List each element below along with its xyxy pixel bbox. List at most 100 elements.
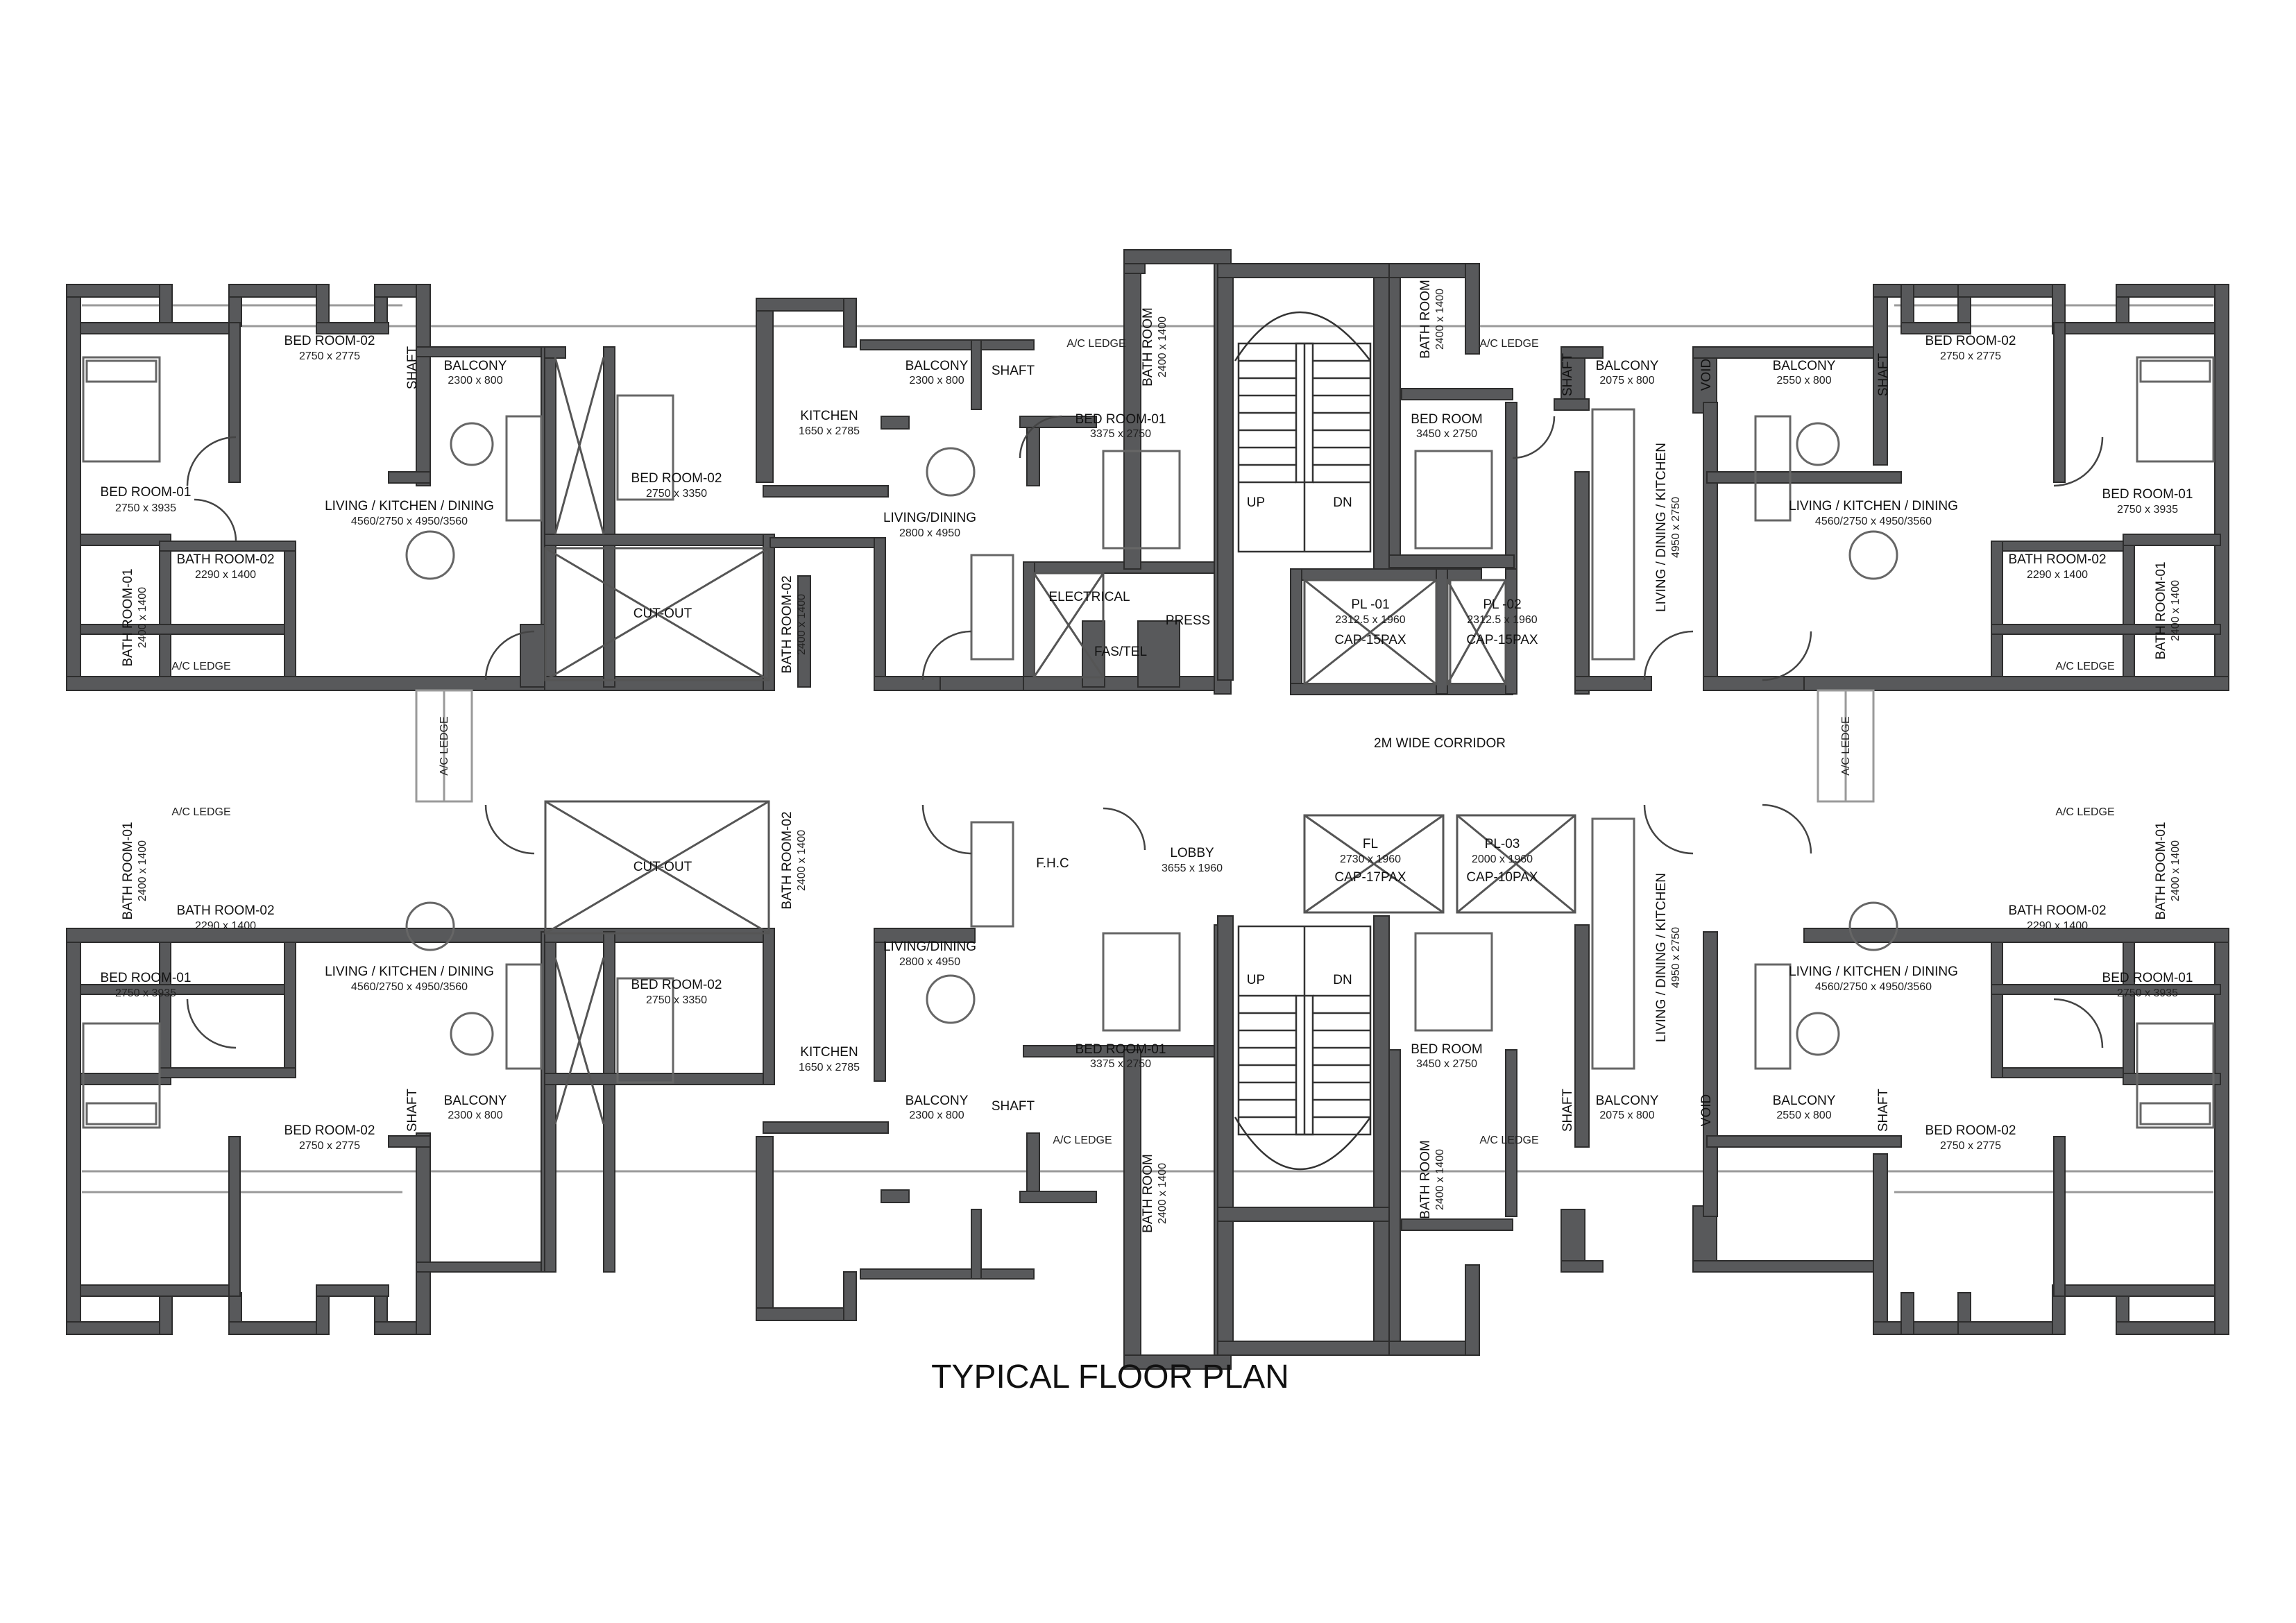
furniture	[82, 356, 2215, 1129]
s3-acledge-label: A/C LEDGE	[1479, 1135, 1538, 1146]
s3-living-label: LIVING / DINING / KITCHEN	[1654, 873, 1669, 1042]
se-bath01-label: BATH ROOM-01	[2154, 822, 2168, 919]
pl02-label: PL -02	[1483, 597, 1521, 612]
pl03-dim: 2000 x 1960	[1472, 853, 1533, 865]
ne-acledge-label: A/C LEDGE	[2055, 661, 2114, 672]
se-living-dim: 4560/2750 x 4950/3560	[1815, 981, 1932, 993]
fl-cap: CAP-17PAX	[1334, 870, 1406, 885]
sw-living-dim: 4560/2750 x 4950/3560	[351, 981, 468, 993]
nw-balcony-dim: 2300 x 800	[448, 375, 502, 386]
ne-bed02-label: BED ROOM-02	[1925, 334, 2016, 348]
pl03-label: PL-03	[1485, 837, 1520, 851]
stair-south	[1217, 915, 1390, 1222]
fhc-label: F.H.C	[1036, 856, 1069, 871]
pl01-label: PL -01	[1351, 597, 1389, 612]
se-living-label: LIVING / KITCHEN / DINING	[1789, 965, 1958, 979]
n2-acledge-label: A/C LEDGE	[1066, 338, 1125, 350]
sw-bed01-dim: 2750 x 3935	[115, 987, 176, 999]
sw-bed02-label: BED ROOM-02	[284, 1123, 375, 1138]
n3-living-dim: 4950 x 2750	[1670, 497, 1682, 558]
s2-shaft-label: SHAFT	[992, 1099, 1035, 1114]
n2-balcony-dim: 2300 x 800	[909, 375, 964, 386]
n2-bed01-dim: 3375 x 2750	[1090, 428, 1151, 440]
s3-living-dim: 4950 x 2750	[1670, 927, 1682, 988]
pl01-cap: CAP-15PAX	[1334, 633, 1406, 647]
plan-title: TYPICAL FLOOR PLAN	[931, 1359, 1289, 1395]
s-stair-dn-label: DN	[1333, 973, 1352, 987]
n3-shaft-label: SHAFT	[1561, 352, 1575, 396]
se-bath02-dim: 2290 x 1400	[2027, 920, 2088, 932]
s2-balcony-dim: 2300 x 800	[909, 1110, 964, 1121]
sw-living-label: LIVING / KITCHEN / DINING	[325, 965, 494, 979]
ne-bath01-dim: 2400 x 1400	[2170, 580, 2182, 641]
e-acledge-label: A/C LEDGE	[1840, 716, 1852, 775]
s2-kitchen-dim: 1650 x 2785	[799, 1062, 860, 1073]
se-balcony-dim: 2550 x 800	[1776, 1110, 1831, 1121]
se-balcony-label: BALCONY	[1773, 1094, 1836, 1108]
n3-bath-label: BATH ROOM	[1418, 280, 1433, 359]
electrical-label: ELECTRICAL	[1048, 590, 1130, 604]
s2-bath-dim: 2400 x 1400	[1157, 1163, 1168, 1224]
fastel-label: FAS/TEL	[1094, 645, 1147, 659]
sw-acledge-label: A/C LEDGE	[171, 806, 230, 818]
ne-balcony-dim: 2550 x 800	[1776, 375, 1831, 386]
nw-bath01-label: BATH ROOM-01	[121, 568, 135, 666]
stair-north	[1234, 311, 1372, 553]
nw-bed02-dim: 2750 x 2775	[299, 350, 360, 362]
n2-kitchen-dim: 1650 x 2785	[799, 425, 860, 437]
stair-up-label: UP	[1247, 495, 1265, 510]
s3-bed-label: BED ROOM	[1411, 1042, 1482, 1057]
nw-acledge-label: A/C LEDGE	[171, 661, 230, 672]
n2-cutout-label: CUT-OUT	[633, 606, 692, 621]
s3-balcony-label: BALCONY	[1596, 1094, 1659, 1108]
s2-bed01-label: BED ROOM-01	[1075, 1042, 1166, 1057]
sw-bath02-dim: 2290 x 1400	[195, 920, 256, 932]
n2-bed02-label: BED ROOM-02	[631, 471, 722, 486]
n3-balcony-dim: 2075 x 800	[1599, 375, 1654, 386]
n2-bath02-dim: 2400 x 1400	[796, 594, 808, 655]
nw-shaft-label: SHAFT	[405, 346, 420, 389]
n2-balcony-label: BALCONY	[905, 359, 969, 373]
sw-balcony-dim: 2300 x 800	[448, 1110, 502, 1121]
s3-shaft-label: SHAFT	[1561, 1088, 1575, 1132]
nw-bath02-label: BATH ROOM-02	[176, 552, 274, 567]
s2-bath02-dim: 2400 x 1400	[796, 830, 808, 891]
n3-bed-dim: 3450 x 2750	[1416, 428, 1477, 440]
se-bed01-dim: 2750 x 3935	[2117, 987, 2178, 999]
pl02-dim: 2312.5 x 1960	[1467, 614, 1538, 626]
s2-acledge-label: A/C LEDGE	[1053, 1135, 1112, 1146]
s2-living-dim: 2800 x 4950	[899, 956, 960, 968]
n3-balcony-label: BALCONY	[1596, 359, 1659, 373]
corridor-label: 2M WIDE CORRIDOR	[1374, 736, 1506, 751]
se-bed01-label: BED ROOM-01	[2102, 971, 2193, 985]
ne-shaft-label: SHAFT	[1876, 352, 1891, 396]
ne-bath02-dim: 2290 x 1400	[2027, 569, 2088, 581]
nw-living-dim: 4560/2750 x 4950/3560	[351, 516, 468, 527]
ne-bed01-label: BED ROOM-01	[2102, 487, 2193, 502]
n2-bath-dim: 2400 x 1400	[1157, 316, 1168, 377]
fl-label: FL	[1363, 837, 1378, 851]
sw-bath02-label: BATH ROOM-02	[176, 903, 274, 918]
lift-boxes	[1032, 572, 1576, 914]
nw-bed01-dim: 2750 x 3935	[115, 502, 176, 514]
press-label: PRESS	[1166, 613, 1210, 628]
nw-bed02-label: BED ROOM-02	[284, 334, 375, 348]
se-bath02-label: BATH ROOM-02	[2008, 903, 2106, 918]
n3-bed-label: BED ROOM	[1411, 412, 1482, 427]
n3-bath-dim: 2400 x 1400	[1434, 289, 1446, 350]
sw-balcony-label: BALCONY	[444, 1094, 507, 1108]
n2-bed02-dim: 2750 x 3350	[646, 488, 707, 500]
se-bed02-dim: 2750 x 2775	[1940, 1140, 2001, 1152]
lobby-dim: 3655 x 1960	[1162, 863, 1223, 874]
room-labels: BED ROOM-02 2750 x 2775 BALCONY 2300 x 8…	[101, 280, 2193, 1233]
ne-balcony-label: BALCONY	[1773, 359, 1836, 373]
stair-dn-label: DN	[1333, 495, 1352, 510]
s2-cutout-label: CUT-OUT	[633, 860, 692, 874]
s2-balcony-label: BALCONY	[905, 1094, 969, 1108]
s2-bed02-dim: 2750 x 3350	[646, 994, 707, 1006]
sw-bath01-label: BATH ROOM-01	[121, 822, 135, 919]
se-void-label: VOID	[1699, 1094, 1714, 1126]
s3-bed-dim: 3450 x 2750	[1416, 1058, 1477, 1070]
balcony-rails	[82, 304, 2213, 1193]
sw-shaft-label: SHAFT	[405, 1088, 420, 1132]
